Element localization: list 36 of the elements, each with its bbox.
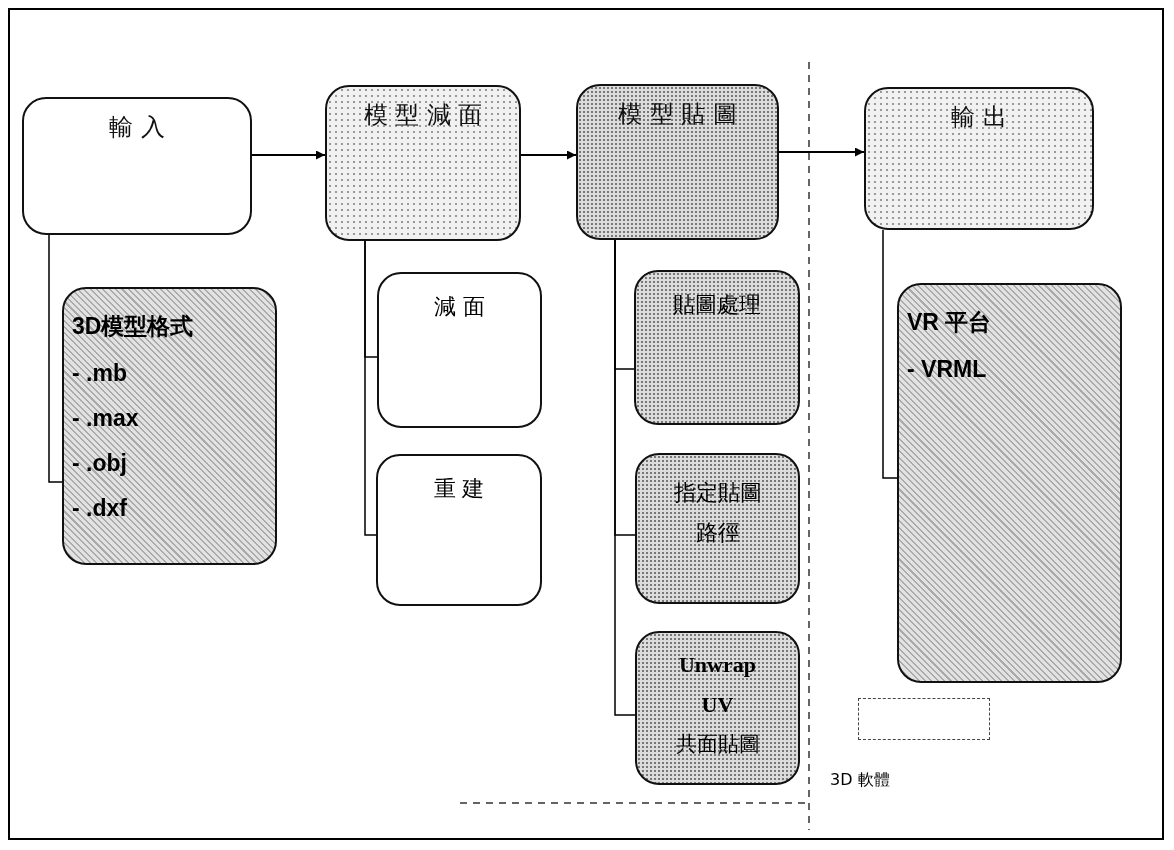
connector-line [48, 234, 63, 483]
process-box [325, 85, 521, 241]
legend-label: 3D 軟體 [830, 770, 890, 791]
node-label: Unwrap UV [678, 651, 757, 719]
node-label: 指定貼圖路徑 [672, 479, 763, 547]
list-item: - .obj [72, 450, 128, 477]
node-label: 模 型 貼 圖 [617, 99, 738, 130]
arrow [778, 147, 865, 157]
node-label: 減 面 [433, 293, 486, 321]
node-label: 共面貼圖 [674, 731, 761, 759]
list-item: - .max [72, 405, 140, 432]
list-heading: 3D模型格式 [72, 312, 195, 341]
connector-line [364, 240, 377, 536]
list-item: - VRML [907, 356, 988, 383]
node-label: 輸 出 [950, 102, 1008, 133]
process-box [22, 97, 252, 235]
node-label: 重 建 [432, 475, 486, 503]
list-heading: VR 平台 [907, 308, 993, 337]
node-label: 模 型 減 面 [362, 100, 484, 131]
step-box [635, 631, 800, 785]
list-box [62, 287, 277, 565]
step-box [376, 454, 542, 606]
connector-line [882, 229, 898, 479]
list-item: - .dxf [72, 495, 128, 522]
list-box [897, 283, 1122, 683]
process-box [864, 87, 1094, 230]
list-item: - .mb [72, 360, 128, 387]
node-label: 輸 入 [108, 112, 166, 143]
step-box [377, 272, 542, 428]
node-label: 貼圖處理 [672, 291, 762, 319]
step-box [635, 453, 800, 604]
step-box [634, 270, 800, 425]
process-box [576, 84, 779, 240]
arrow [520, 150, 577, 160]
arrow [251, 150, 326, 160]
connector-line [614, 239, 636, 716]
